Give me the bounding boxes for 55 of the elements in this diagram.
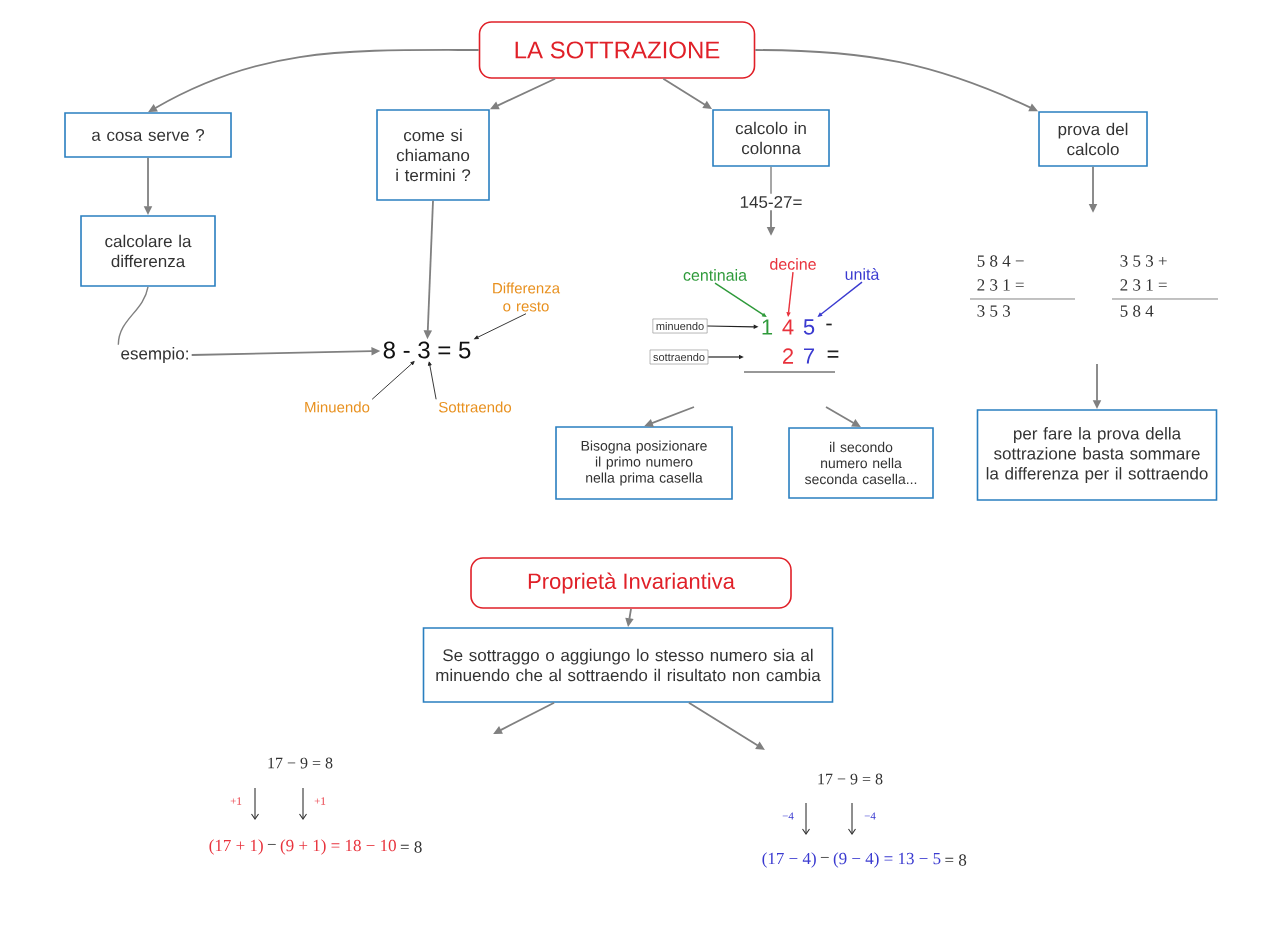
text-label: unità [845, 268, 880, 280]
digit: 5 [803, 319, 815, 335]
concept-box: calcolare la differenza [80, 215, 216, 287]
calculation-row: 2 3 1 = [1120, 279, 1167, 291]
connector-line [770, 166, 772, 195]
connector-line [117, 286, 149, 346]
digit: 1 [762, 319, 773, 335]
tag-box: minuendo [652, 318, 708, 334]
concept-box: a cosa serve ? [64, 112, 232, 158]
operator-sign: − [267, 843, 276, 845]
digit: 4 [782, 319, 794, 335]
equation-text: (9 − 4) = 13 − 5 [833, 852, 941, 868]
text-label: Sottraendo [439, 401, 512, 413]
text-label: decine [770, 258, 816, 270]
concept-box: prova del calcolo [1038, 111, 1148, 167]
concept-box: calcolo in colonna [712, 109, 830, 167]
text-label: 8 - 3 = 5 [383, 341, 471, 359]
title-box: Proprietà Invariantiva [470, 557, 792, 609]
concept-box: Se sottraggo o aggiungo lo stesso numero sia al minuendo che al sottraendo il risultato non cambia [422, 627, 834, 703]
digit: 2 [783, 348, 793, 364]
equation-text: = 8 [400, 841, 422, 853]
text-label: esempio: [121, 347, 188, 363]
leader-line [371, 361, 415, 400]
leader-line [427, 361, 437, 400]
equation-text: = 8 [945, 854, 967, 866]
calculation-row: 3 5 3 [977, 305, 1011, 317]
equation-text: (9 + 1) = 18 − 10 [280, 839, 396, 855]
text-label: Minuendo [305, 401, 370, 413]
arrow [688, 701, 765, 750]
concept-box: come si chiamano i termini ? [376, 109, 490, 201]
text-label: Differenza o resto [493, 282, 561, 312]
concept-box: Bisogna posizionare il primo numero nella prima casella [555, 426, 733, 500]
step-label: +1 [314, 797, 326, 805]
digit: 7 [804, 348, 814, 364]
calculation-row: 3 5 3 + [1120, 255, 1167, 267]
equation-text: (17 − 4) [762, 852, 816, 868]
operator-sign: − [820, 856, 829, 858]
operator-sign: = [827, 350, 839, 358]
equation-text: 17 − 9 = 8 [268, 757, 333, 769]
calculation-row: 5 8 4 [1120, 305, 1154, 317]
step-label: +1 [230, 797, 242, 805]
leader-line [474, 313, 527, 340]
calculation-row: 5 8 4 − [977, 255, 1024, 267]
title-box: LA SOTTRAZIONE [478, 21, 756, 79]
concept-box: il secondo numero nella seconda casella... [788, 427, 934, 499]
text-label: centinaia [683, 269, 747, 281]
text-label: 145-27= [740, 195, 802, 208]
equation-text: 17 − 9 = 8 [818, 773, 883, 785]
equation-text: (17 + 1) [209, 839, 263, 855]
calculation-row: 2 3 1 = [977, 279, 1024, 291]
step-label: −4 [864, 812, 876, 820]
operator-sign: - [826, 323, 832, 326]
tag-box: sottraendo [649, 349, 709, 365]
step-label: −4 [782, 812, 794, 820]
concept-box: per fare la prova della sottrazione basta sommare la differenza per il sottraendo [976, 409, 1218, 501]
